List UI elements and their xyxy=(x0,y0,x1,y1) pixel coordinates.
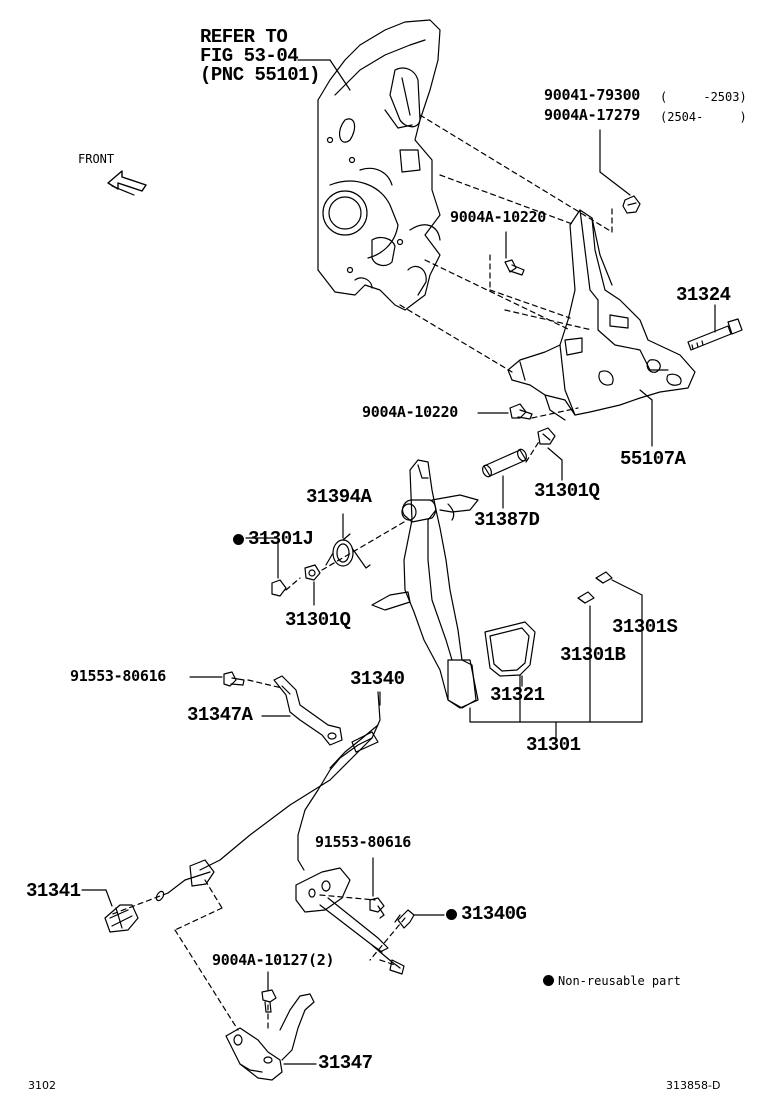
washer-31301Q-lower xyxy=(304,564,321,581)
part-31301Q-top: 31301Q xyxy=(534,480,600,502)
part-31394A: 31394A xyxy=(306,486,372,508)
non-reusable-dot-icon xyxy=(446,909,457,920)
front-label: FRONT xyxy=(78,152,115,166)
collar-31387D xyxy=(482,448,527,478)
part-31340G-text: 31340G xyxy=(461,903,527,925)
refer-to-line-2: FIG 53-04 xyxy=(200,45,299,67)
footer-figure-code: 313858-D xyxy=(666,1079,721,1092)
nut-90041 xyxy=(622,195,641,214)
non-reusable-dot-icon xyxy=(233,534,244,545)
part-31301Q-bottom: 31301Q xyxy=(285,609,351,631)
legend-text: Non-reusable part xyxy=(558,974,681,988)
group-bracket-31301 xyxy=(469,579,643,739)
part-31340G: 31340G xyxy=(446,903,527,925)
part-90041-79300: 90041-79300 xyxy=(544,86,641,104)
refer-to-line-3: (PNC 55101) xyxy=(200,64,320,86)
front-arrow-icon xyxy=(107,170,147,196)
part-31341: 31341 xyxy=(26,880,81,902)
return-spring-31394A xyxy=(325,533,371,569)
bracket-31347A xyxy=(273,675,343,746)
stop-pad-31301S xyxy=(595,571,613,584)
part-31324: 31324 xyxy=(676,284,731,306)
nut-31301Q-top xyxy=(537,427,556,445)
part-9004A-10220-top: 9004A-10220 xyxy=(450,208,547,226)
pedal-pad-31321 xyxy=(484,621,536,677)
legend-dot-icon xyxy=(543,975,554,986)
clip-31340G xyxy=(394,909,415,929)
part-91553-80616-top: 91553-80616 xyxy=(70,667,167,685)
part-31301J-text: 31301J xyxy=(248,528,314,550)
part-31301S: 31301S xyxy=(612,616,678,638)
bracket-31347 xyxy=(225,993,315,1081)
brake-pedal-arm xyxy=(371,459,479,709)
bolt-9004A-10127 xyxy=(261,989,277,1013)
refer-to-line-1: REFER TO xyxy=(200,26,288,48)
cable-bracket xyxy=(295,867,405,975)
part-31321: 31321 xyxy=(490,684,545,706)
release-cable-31340 xyxy=(155,691,381,902)
stop-pad-31301B xyxy=(577,591,595,604)
nut-31301J xyxy=(271,579,287,597)
footer-page-number: 3102 xyxy=(28,1079,56,1092)
leader-lines xyxy=(245,389,653,687)
bolt-9004A-10220-top xyxy=(504,259,525,276)
handle-31341 xyxy=(104,904,139,933)
part-9004A-17279: 9004A-17279 xyxy=(544,106,641,124)
part-90041-range: ( -2503) xyxy=(660,90,747,104)
part-91553-80616-bottom: 91553-80616 xyxy=(315,833,412,851)
body-panel xyxy=(317,19,441,311)
part-31387D: 31387D xyxy=(474,509,540,531)
part-31347A: 31347A xyxy=(187,704,253,726)
part-31301: 31301 xyxy=(526,734,581,756)
part-9004A-17279-range: (2504- ) xyxy=(660,110,747,124)
dashed-guides xyxy=(109,114,613,1031)
part-9004A-10220-bottom: 9004A-10220 xyxy=(362,403,459,421)
part-31301J: 31301J xyxy=(233,528,314,550)
part-31301B: 31301B xyxy=(560,644,626,666)
pedal-bracket xyxy=(507,209,696,421)
bolt-91553-top xyxy=(223,671,245,687)
part-31347: 31347 xyxy=(318,1052,373,1074)
bolt-91553-bottom xyxy=(369,897,385,919)
part-55107A: 55107A xyxy=(620,448,686,470)
legend-non-reusable: Non-reusable part xyxy=(543,975,681,987)
bolt-9004A-10220-bottom xyxy=(509,403,533,420)
part-9004A-10127: 9004A-10127(2) xyxy=(212,951,335,969)
part-31340: 31340 xyxy=(350,668,405,690)
